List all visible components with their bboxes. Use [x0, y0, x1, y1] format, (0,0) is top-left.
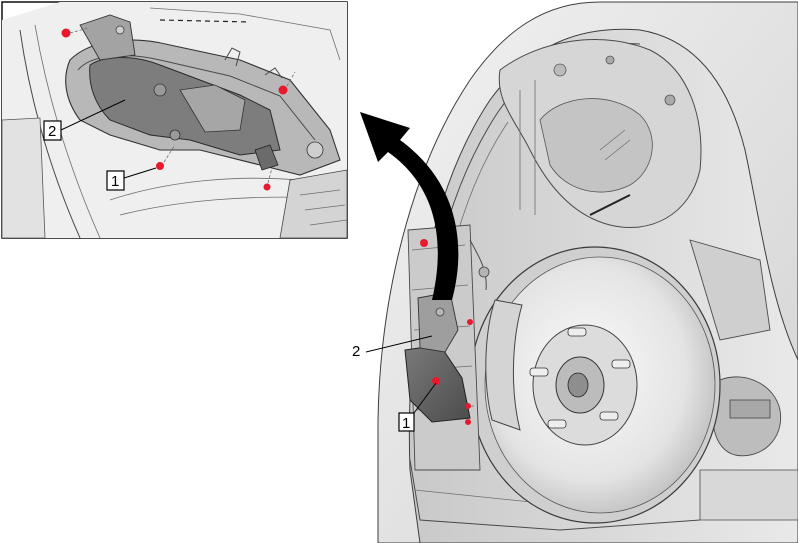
svg-text:2: 2 [352, 343, 360, 360]
fastener-marker-icon [465, 403, 471, 409]
callout-main-2: 2 [352, 335, 433, 360]
main-fasteners [420, 239, 473, 425]
fastener-marker-icon [465, 419, 471, 425]
curved-arrow-icon [360, 112, 459, 300]
fastener-marker-icon [467, 319, 473, 325]
fastener-marker-icon [156, 162, 164, 170]
callout-main-1: 1 [398, 382, 437, 432]
detail-fasteners [61, 27, 296, 191]
fastener-marker-icon [278, 85, 288, 95]
fastener-marker-icon [420, 239, 428, 247]
fastener-marker-icon [61, 28, 71, 38]
detail-inset: 2 1 [1, 1, 348, 239]
svg-text:1: 1 [111, 173, 119, 190]
fastener-marker-icon [263, 183, 271, 191]
callout-detail-1: 1 [106, 167, 157, 191]
svg-text:2: 2 [48, 123, 56, 140]
callout-detail-2: 2 [43, 99, 126, 141]
svg-text:1: 1 [402, 415, 410, 432]
brake-rotor [469, 246, 721, 524]
fastener-marker-icon [432, 377, 440, 385]
